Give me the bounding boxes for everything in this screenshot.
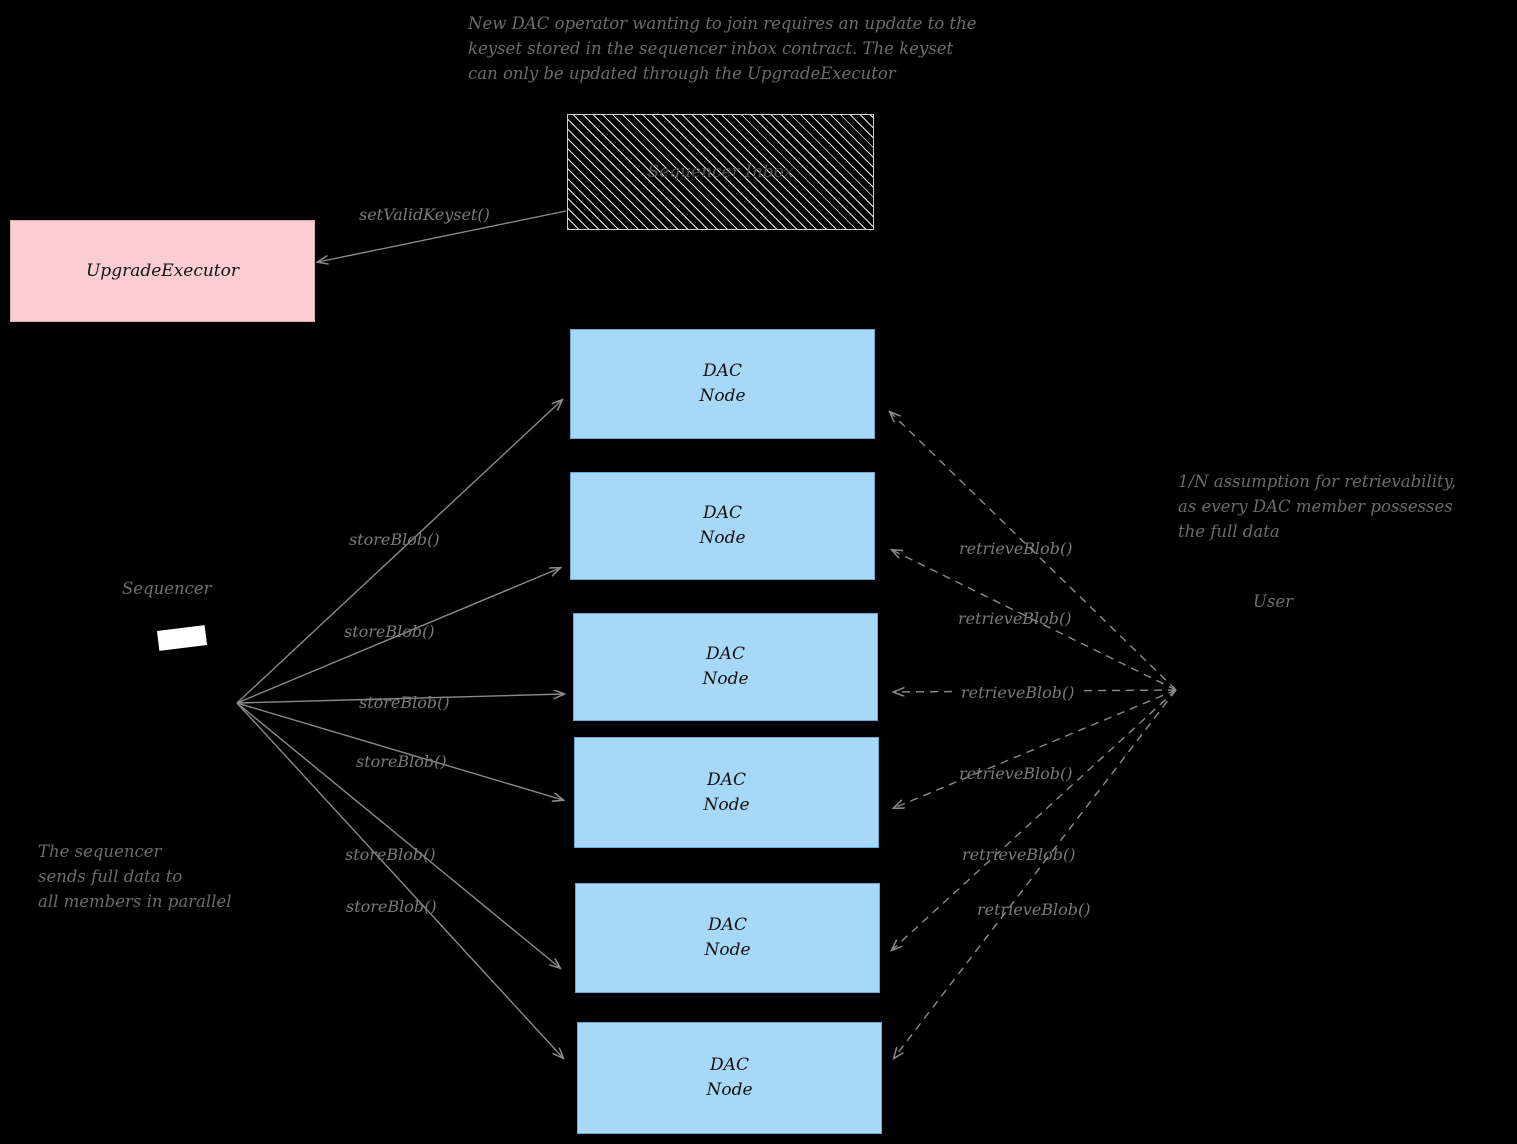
dac-node-3-line2: Node: [702, 669, 749, 689]
dac-node-2-line1: DAC: [703, 503, 742, 524]
dac-node-1-line1: DAC: [703, 361, 742, 382]
upgrade-executor-box: UpgradeExecutor: [10, 220, 315, 322]
edge-label-store-blob-4: storeBlob(): [356, 752, 447, 771]
dac-node-5-line1: DAC: [708, 915, 747, 936]
edge-label-store-blob-2: storeBlob(): [344, 622, 435, 641]
edge-label-store-blob-5: storeBlob(): [345, 845, 436, 864]
upgrade-executor-label: UpgradeExecutor: [85, 261, 240, 281]
edge-label-retrieve-blob-5: retrieveBlob(): [962, 845, 1076, 864]
dac-node-4-line1: DAC: [707, 769, 746, 790]
user-actor-label: User: [1253, 592, 1294, 611]
edge-label-retrieve-blob-3: retrieveBlob(): [958, 681, 1078, 705]
dac-node-4-line2: Node: [703, 794, 750, 815]
edge-label-retrieve-blob-6: retrieveBlob(): [977, 900, 1091, 919]
dac-node-6-line1: DAC: [710, 1055, 749, 1076]
sequencer-actor-label: Sequencer: [122, 579, 212, 598]
edge-label-retrieve-blob-2: retrieveBlob(): [958, 609, 1072, 628]
dac-node-2: DAC Node: [570, 472, 875, 580]
edge-label-set-valid-keyset: setValidKeyset(): [359, 205, 490, 224]
dac-node-3: DAC Node: [573, 613, 878, 721]
edge-label-store-blob-1: storeBlob(): [349, 530, 440, 549]
dac-node-4: DAC Node: [574, 737, 879, 848]
dac-node-3-line1: DAC: [706, 644, 745, 665]
edge-label-retrieve-blob-1: retrieveBlob(): [959, 539, 1073, 558]
dac-node-6: DAC Node: [577, 1022, 882, 1134]
dac-node-6-line2: Node: [706, 1080, 753, 1100]
dac-node-5-line2: Node: [704, 940, 751, 960]
sequencer-inbox-label: Sequencer Inbox: [647, 162, 794, 182]
edge-label-retrieve-blob-4: retrieveBlob(): [959, 764, 1073, 783]
dac-node-2-line2: Node: [699, 528, 746, 548]
retrievability-note: 1/N assumption for retrievability, as ev…: [1178, 472, 1457, 541]
keyset-update-note: New DAC operator wanting to join require…: [468, 14, 977, 83]
dac-node-1: DAC Node: [570, 329, 875, 439]
edge-label-store-blob-3: storeBlob(): [359, 693, 450, 712]
sequencer-parallel-note: The sequencer sends full data to all mem…: [38, 842, 232, 911]
edge-label-store-blob-6: storeBlob(): [346, 897, 437, 916]
sequencer-inbox-box: Sequencer Inbox: [567, 114, 874, 230]
dac-node-1-line2: Node: [699, 386, 746, 406]
dac-node-5: DAC Node: [575, 883, 880, 993]
